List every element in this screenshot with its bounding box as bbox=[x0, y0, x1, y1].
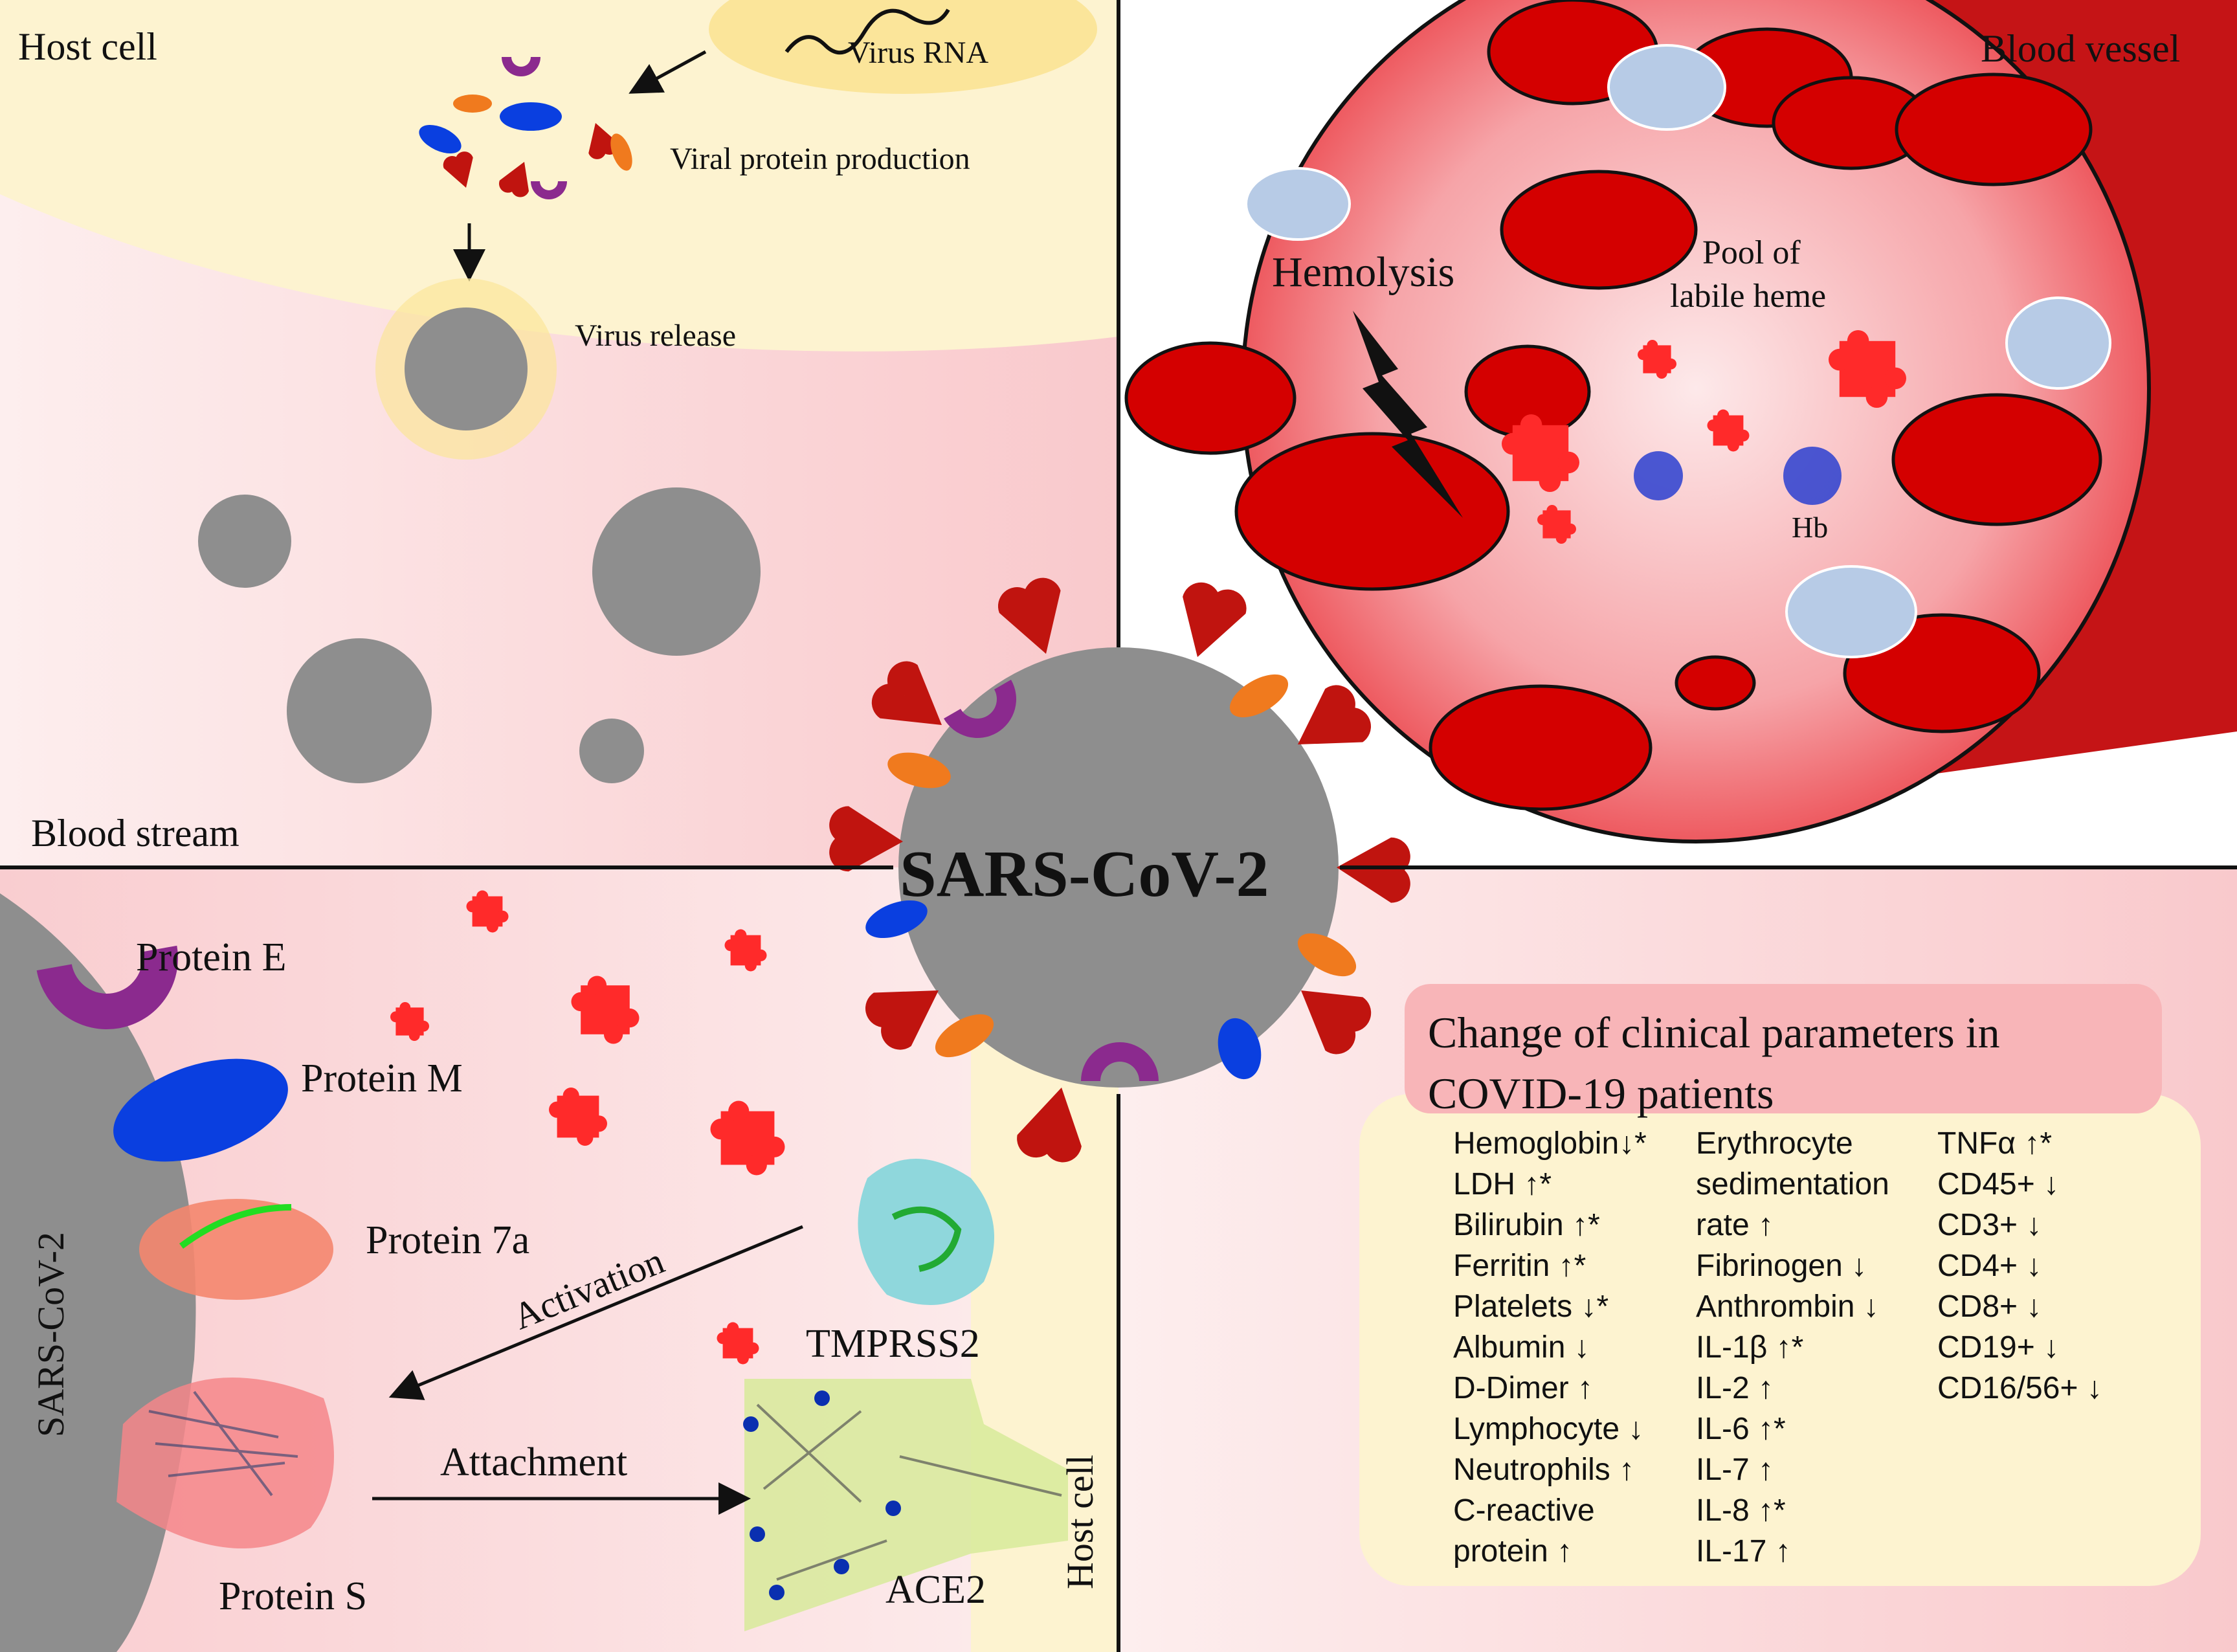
protein-7a-label: Protein 7a bbox=[366, 1218, 530, 1262]
clinical-parameter-item: Bilirubin ↑* bbox=[1453, 1208, 1600, 1242]
red-blood-cells bbox=[1124, 0, 2102, 811]
clinical-column-1: Hemoglobin↓* LDH ↑* Bilirubin ↑* Ferritin ↑… bbox=[1453, 1123, 1647, 1572]
clinical-parameter-item: IL-6 ↑* bbox=[1696, 1412, 1786, 1446]
protein-s-icon bbox=[117, 1378, 334, 1548]
sars-cov-2-title: SARS-CoV-2 bbox=[900, 838, 1269, 911]
clinical-parameter-item: IL-7 ↑ bbox=[1696, 1453, 1774, 1487]
pool-label-line2: labile heme bbox=[1670, 278, 1827, 315]
clinical-parameters-title: Change of clinical parameters in COVID-1… bbox=[1405, 984, 2162, 1118]
protein-m-label: Protein M bbox=[301, 1056, 463, 1100]
clinical-parameters-box bbox=[1359, 1094, 2201, 1586]
arrow-rna-to-protein bbox=[629, 50, 707, 94]
clinical-parameter-item: LDH ↑* bbox=[1453, 1167, 1552, 1201]
clinical-parameter-item: D-Dimer ↑ bbox=[1453, 1371, 1593, 1405]
protein-7a-icon bbox=[139, 1199, 333, 1300]
viral-proteins bbox=[419, 57, 632, 200]
host-cell-bottom-label: Host cell bbox=[1059, 1455, 1101, 1589]
labile-heme-pool bbox=[1502, 330, 1906, 544]
bloodstream-viruses bbox=[198, 487, 761, 783]
protein-e-label: Protein E bbox=[136, 935, 287, 979]
clinical-parameter-item: CD19+ ↓ bbox=[1937, 1330, 2060, 1365]
clinical-parameter-item: IL-17 ↑ bbox=[1696, 1534, 1791, 1568]
clinical-parameter-item: sedimentation bbox=[1696, 1167, 1889, 1201]
clinical-title-line1: Change of clinical parameters in bbox=[1428, 1008, 2000, 1057]
hemolysis-label: Hemolysis bbox=[1272, 249, 1455, 296]
virus-rna-strand bbox=[785, 8, 950, 55]
clinical-parameter-item: Anthrombin ↓ bbox=[1696, 1289, 1879, 1324]
hb-label: Hb bbox=[1792, 511, 1829, 544]
clinical-title-line2: COVID-19 patients bbox=[1428, 1069, 1774, 1118]
clinical-parameter-item: Albumin ↓ bbox=[1453, 1330, 1590, 1365]
white-blood-cells bbox=[1245, 44, 2111, 658]
clinical-parameter-item: CD45+ ↓ bbox=[1937, 1167, 2060, 1201]
virus-release-label: Virus release bbox=[575, 318, 736, 353]
viral-protein-production-label: Viral protein production bbox=[670, 142, 970, 176]
clinical-parameter-item: Lymphocyte ↓ bbox=[1453, 1412, 1644, 1446]
sars-cov-2-side-label: SARS-CoV-2 bbox=[30, 1232, 72, 1437]
clinical-parameter-item: Neutrophils ↑ bbox=[1453, 1453, 1635, 1487]
clinical-column-3: TNFα ↑* CD45+ ↓ CD3+ ↓ CD4+ ↓ CD8+ ↓ CD19+ ↓ C… bbox=[1937, 1123, 2102, 1409]
sars-cov-2-virion bbox=[898, 647, 1339, 1088]
clinical-parameter-item: rate ↑ bbox=[1696, 1208, 1774, 1242]
clinical-parameter-item: CD4+ ↓ bbox=[1937, 1249, 2042, 1283]
hemolysis-bolt bbox=[1353, 311, 1463, 518]
central-protein-e bbox=[944, 680, 1016, 738]
clinical-parameter-item: Platelets ↓* bbox=[1453, 1289, 1609, 1324]
tmprss2-structure bbox=[858, 1159, 994, 1305]
virus-rna-label: Virus RNA bbox=[848, 36, 989, 70]
ace2-structure bbox=[744, 1379, 1068, 1631]
activation-arrow bbox=[388, 1225, 803, 1400]
host-cell-label: Host cell bbox=[18, 25, 157, 68]
ace2-label: ACE2 bbox=[885, 1568, 986, 1612]
protein-m-icon bbox=[113, 1058, 288, 1162]
clinical-parameter-item: CD3+ ↓ bbox=[1937, 1208, 2042, 1242]
clinical-parameter-item: protein ↑ bbox=[1453, 1534, 1573, 1568]
blood-vessel-label: Blood vessel bbox=[1981, 27, 2181, 70]
nucleus bbox=[709, 0, 1097, 94]
attachment-label: Attachment bbox=[440, 1440, 628, 1484]
clinical-parameter-item: IL-1β ↑* bbox=[1696, 1330, 1804, 1365]
clinical-parameter-item: IL-2 ↑ bbox=[1696, 1371, 1774, 1405]
clinical-parameter-item: TNFα ↑* bbox=[1937, 1126, 2053, 1161]
tmprss2-label: TMPRSS2 bbox=[806, 1322, 980, 1366]
clinical-column-2: Erythrocyte sedimentation rate ↑ Fibrinogen… bbox=[1696, 1123, 1889, 1572]
blood-stream-label: Blood stream bbox=[31, 812, 239, 854]
protein-s-label: Protein S bbox=[219, 1574, 368, 1618]
clinical-parameter-item: Ferritin ↑* bbox=[1453, 1249, 1586, 1283]
clinical-parameter-item: Hemoglobin↓* bbox=[1453, 1126, 1647, 1161]
clinical-parameter-item: C-reactive bbox=[1453, 1493, 1595, 1528]
clinical-parameter-item: CD8+ ↓ bbox=[1937, 1289, 2042, 1324]
central-protein-e-2 bbox=[1081, 1042, 1159, 1081]
clinical-parameter-item: Fibrinogen ↓ bbox=[1696, 1249, 1867, 1283]
clinical-parameter-item: Erythrocyte bbox=[1696, 1126, 1853, 1161]
pool-label-line1: Pool of bbox=[1702, 234, 1801, 271]
virus-release-particle bbox=[375, 278, 557, 460]
clinical-parameter-item: CD16/56+ ↓ bbox=[1937, 1371, 2102, 1405]
clinical-parameter-item: IL-8 ↑* bbox=[1696, 1493, 1786, 1528]
protein-e-icon bbox=[36, 945, 178, 1029]
